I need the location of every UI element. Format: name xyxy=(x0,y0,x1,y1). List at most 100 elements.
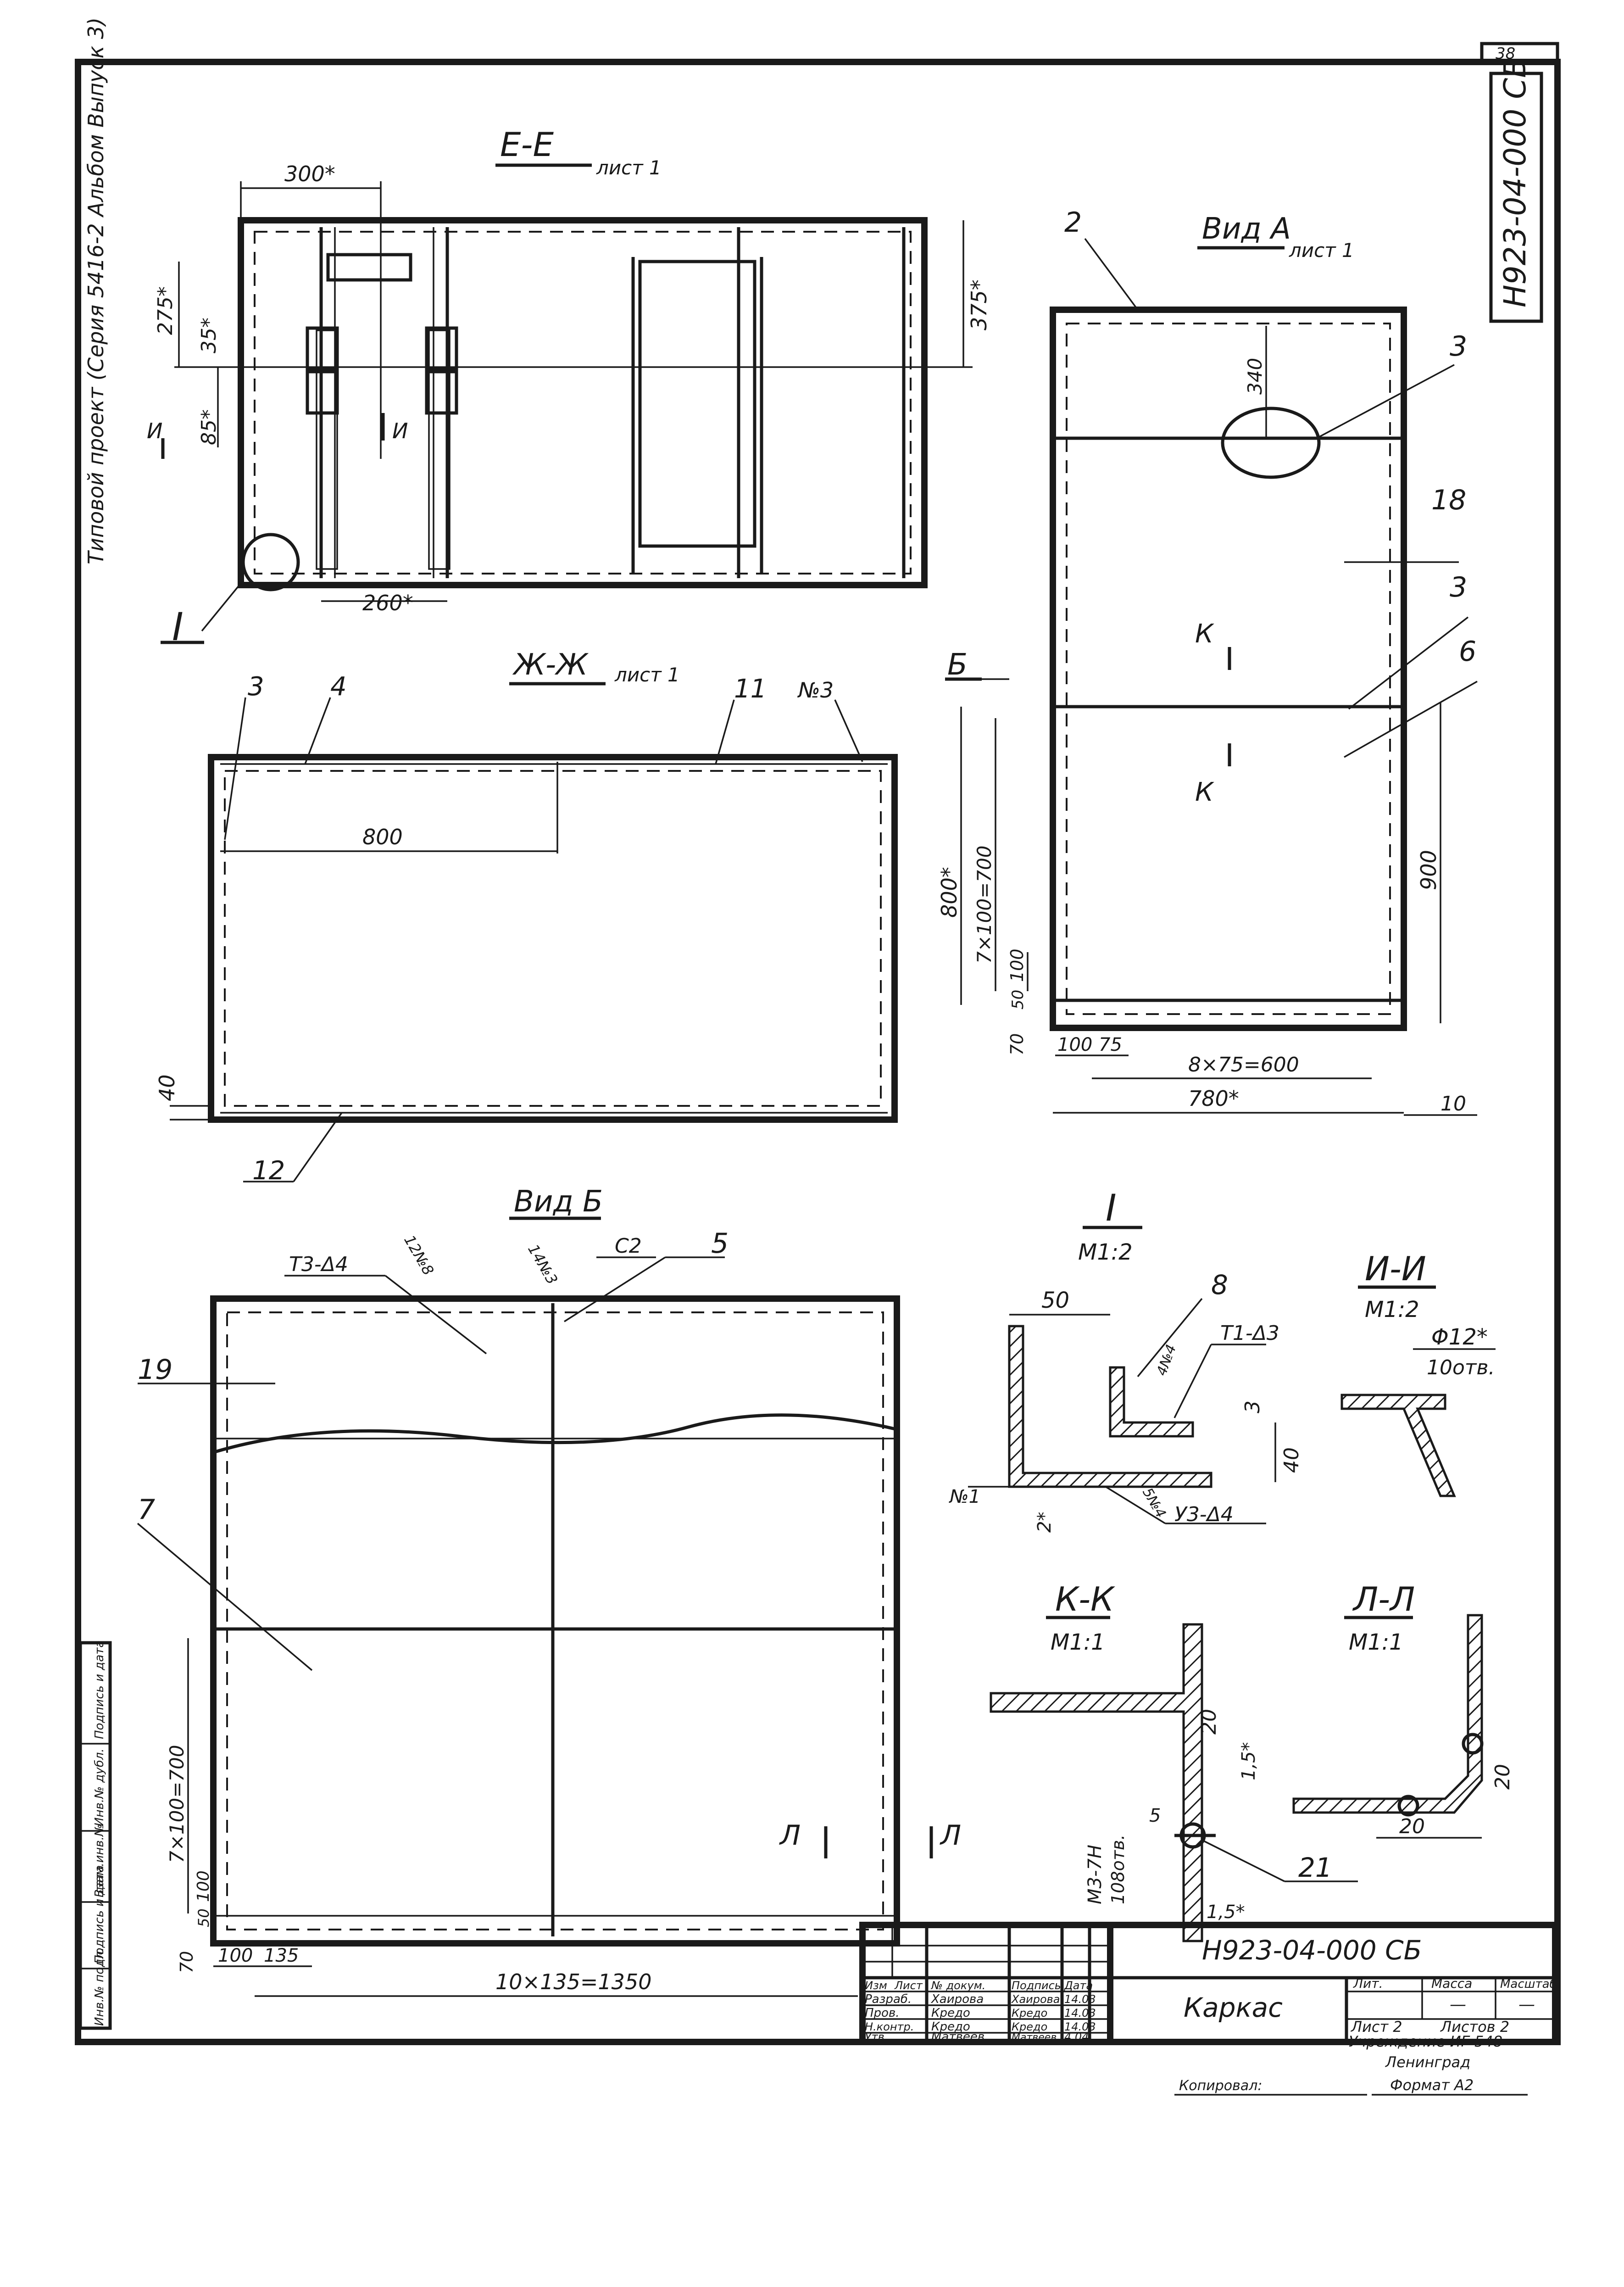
a-label-6: 6 xyxy=(1459,636,1476,668)
i-label-8: 8 xyxy=(1211,1269,1228,1300)
tb-copied: Копировал: xyxy=(1179,2078,1262,2094)
b-label-5: 5 xyxy=(711,1227,729,1260)
tb-r4-sign: Матвеев xyxy=(1012,2032,1057,2043)
ee-dim-300: 300* xyxy=(284,162,335,186)
ll-dim-20a: 20 xyxy=(1491,1764,1514,1790)
kk-dim-15a: 1,5* xyxy=(1238,1742,1259,1780)
kk-dim-20: 20 xyxy=(1197,1709,1221,1735)
tb-r2-role: Пров. xyxy=(865,2006,900,2020)
detail-ii-scale: М1:2 xyxy=(1365,1297,1419,1322)
tb-scale-val: — xyxy=(1518,1995,1535,2014)
i-dim-50: 50 xyxy=(1041,1288,1069,1313)
ee-dim-375: 375* xyxy=(967,279,991,330)
tb-name: Каркас xyxy=(1184,1992,1283,2023)
a-dim-800: 800* xyxy=(937,867,962,918)
sheet-frame: 38 Н923-04-000 СБ Типовой проект (Серия … xyxy=(75,17,1561,2045)
detail-kk-title: К-К xyxy=(1055,1580,1115,1618)
kk-label-21: 21 xyxy=(1298,1852,1332,1883)
ee-section-left: И xyxy=(147,418,162,443)
detail-kk: К-К М1:1 20 1,5* 5 М3-7Н 108отв. 1,5* 21 xyxy=(990,1580,1358,1942)
view-zhzh-ref: лист 1 xyxy=(614,664,680,686)
tb-r3-name: Кредо xyxy=(931,2020,970,2034)
tb-sheets: Листов 2 xyxy=(1440,2018,1509,2036)
tb-r4-role: Утв. xyxy=(865,2030,888,2043)
kk-dim-5: 5 xyxy=(1149,1805,1161,1826)
a-dim-b100: 100 xyxy=(1057,1034,1092,1055)
a-dim-700: 7×100=700 xyxy=(973,846,996,964)
detail-i-scale: М1:2 xyxy=(1078,1239,1133,1265)
a-label-18: 18 xyxy=(1431,484,1466,516)
i-weld-t1: Т1-Δ3 xyxy=(1220,1322,1279,1345)
tb-mass: Масса xyxy=(1431,1976,1472,1991)
a-dim-780: 780* xyxy=(1188,1086,1239,1111)
kk-holes: 108отв. xyxy=(1108,1835,1128,1904)
view-ee: Е-Е лист 1 300* 375* 275* 35* 8 xyxy=(147,125,991,649)
tb-r2-name: Кредо xyxy=(931,2006,970,2020)
stamp-1: Инв.№ подл. xyxy=(93,1947,106,2026)
detail-ll-title: Л-Л xyxy=(1352,1580,1415,1618)
b-weld-14n3: 14№3 xyxy=(524,1241,561,1288)
view-a-title: Вид А xyxy=(1202,212,1291,246)
a-section-k-top: К xyxy=(1195,619,1214,649)
zhzh-label-3: 3 xyxy=(248,672,264,702)
tb-r3-role: Н.контр. xyxy=(865,2020,914,2033)
view-a-ref: лист 1 xyxy=(1289,239,1354,262)
detail-ii-title: И-И xyxy=(1365,1249,1426,1288)
side-note: Типовой проект (Серия 5416-2 Альбом Выпу… xyxy=(83,17,108,564)
a-dim-600: 8×75=600 xyxy=(1188,1053,1299,1077)
tb-h-izm: Изм xyxy=(865,1979,887,1992)
b-dim-b100: 100 xyxy=(218,1945,253,1966)
tb-mass-val: — xyxy=(1450,1995,1466,2014)
left-stamp: Инв.№ подл. Подпись и дата Взам.инв.№ Ин… xyxy=(78,1640,112,2030)
i-weld-4n4: 4№4 xyxy=(1154,1343,1180,1378)
view-b: Вид Б 19 7 Т3-Δ4 12№8 14№3 С2 5 Л Л 7×10… xyxy=(137,1185,961,1997)
a-dim-340: 340 xyxy=(1244,358,1266,395)
ii-hole: Φ12* xyxy=(1431,1324,1488,1350)
b-dim-70: 70 xyxy=(177,1951,197,1973)
a-label-3-mid: 3 xyxy=(1450,571,1467,603)
b-label-19: 19 xyxy=(138,1354,172,1386)
zhzh-dim-40: 40 xyxy=(155,1074,179,1101)
tb-h-list: Лист xyxy=(894,1979,923,1992)
b-label-c2: С2 xyxy=(615,1234,642,1258)
stamp-3: Взам.инв.№ xyxy=(93,1824,106,1897)
i-weld-5n4: 5№4 xyxy=(1139,1485,1169,1521)
view-a: Вид А лист 1 340 2 3 18 3 6 Б К К 800* 7… xyxy=(937,206,1478,1116)
i-dim-3: 3 xyxy=(1241,1400,1264,1413)
tb-sheet: Лист 2 xyxy=(1351,2018,1402,2036)
i-dim-2: 2* xyxy=(1034,1512,1055,1533)
ee-dim-35: 35* xyxy=(197,318,221,353)
stamp-5: Подпись и дата xyxy=(93,1640,106,1739)
tb-r3-sign: Кредо xyxy=(1012,2020,1047,2033)
a-label-2: 2 xyxy=(1064,206,1082,239)
detail-ll: Л-Л М1:1 20 20 xyxy=(1292,1580,1514,1839)
detail-i-title: I xyxy=(1106,1187,1117,1229)
sheet-corner-number: 38 xyxy=(1496,45,1515,63)
tb-code: Н923-04-000 СБ xyxy=(1202,1935,1422,1966)
a-dim-70: 70 xyxy=(1007,1033,1027,1055)
tb-h-date: Дата xyxy=(1064,1979,1093,1992)
stamp-2: Подпись и дата xyxy=(93,1865,106,1964)
b-dim-700: 7×100=700 xyxy=(166,1745,188,1863)
a-dim-900: 900 xyxy=(1416,850,1441,890)
zhzh-dim-800: 800 xyxy=(362,825,403,849)
tb-city: Ленинград xyxy=(1385,2053,1470,2071)
zhzh-label-11: 11 xyxy=(734,674,767,704)
tb-r2-date: 14.03 xyxy=(1064,2007,1096,2019)
i-dim-40: 40 xyxy=(1280,1447,1303,1473)
b-section-l-left: Л xyxy=(779,1819,801,1852)
ee-dim-275: 275* xyxy=(154,286,177,335)
kk-thread: М3-7Н xyxy=(1085,1845,1106,1904)
b-weld-t3: Т3-Δ4 xyxy=(289,1253,348,1276)
ll-dim-20b: 20 xyxy=(1399,1815,1425,1838)
b-dim-1350: 10×135=1350 xyxy=(495,1969,652,1994)
view-b-title: Вид Б xyxy=(514,1185,603,1219)
zhzh-label-4: 4 xyxy=(330,672,347,702)
ee-dim-85: 85* xyxy=(197,409,221,445)
view-ee-ref: лист 1 xyxy=(596,156,662,179)
tb-r1-name: Хаирова xyxy=(930,1992,984,2006)
tb-format: Формат А2 xyxy=(1390,2076,1474,2094)
tb-scale: Масштаб xyxy=(1500,1977,1557,1991)
ii-count: 10отв. xyxy=(1427,1356,1495,1379)
b-section-l-right: Л xyxy=(940,1819,961,1852)
